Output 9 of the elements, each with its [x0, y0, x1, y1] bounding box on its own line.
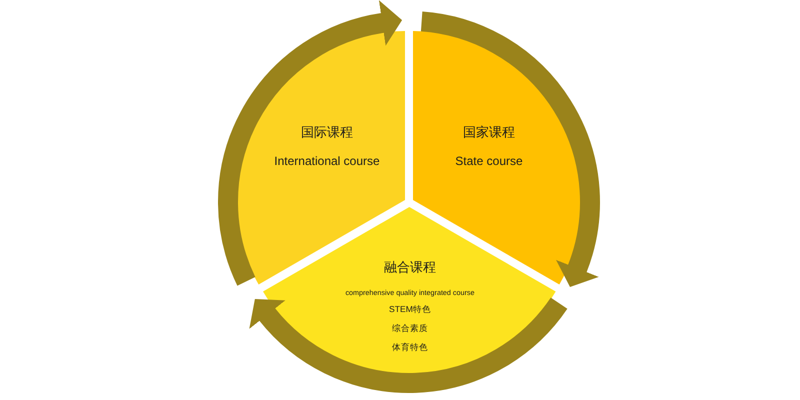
segment-title: 国家课程 — [462, 126, 515, 140]
list-item: 综合素质 — [392, 324, 428, 334]
list-item: STEM特色 — [389, 305, 431, 315]
list-item: 体育特色 — [392, 343, 428, 353]
segment-title: 融合课程 — [384, 260, 436, 276]
segment-subtitle: International course — [274, 155, 380, 169]
segment-title: 国际课程 — [300, 126, 353, 140]
pie-segment — [262, 207, 556, 376]
segment-subtitle: State course — [455, 155, 523, 169]
